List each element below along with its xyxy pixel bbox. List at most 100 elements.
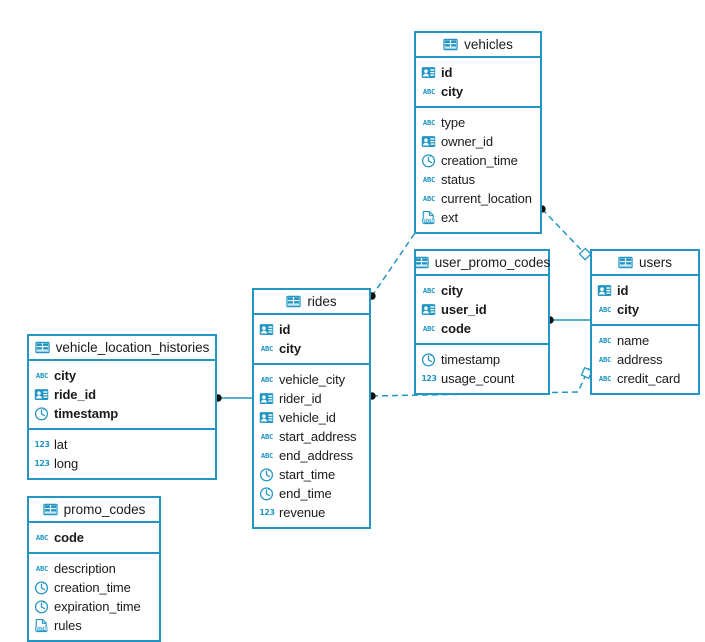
svg-text:JSON: JSON bbox=[35, 627, 48, 632]
relationship-vehicle-location-histories-to-rides[interactable] bbox=[214, 394, 252, 402]
field-name: id bbox=[279, 322, 291, 337]
entity-header[interactable]: vehicle_location_histories bbox=[29, 336, 215, 361]
svg-text:ABC: ABC bbox=[599, 355, 611, 364]
field-name: lat bbox=[54, 437, 68, 452]
field-row[interactable]: start_time bbox=[254, 465, 369, 484]
field-name: timestamp bbox=[54, 406, 119, 421]
uuid-icon bbox=[421, 134, 436, 149]
number-icon: 123 bbox=[421, 371, 437, 386]
field-name: creation_time bbox=[441, 153, 518, 168]
relationship-user-promo-codes-to-users[interactable] bbox=[546, 316, 590, 324]
uuid-icon bbox=[259, 322, 274, 337]
field-name: id bbox=[441, 65, 453, 80]
string-icon: ABC bbox=[597, 333, 612, 348]
field-name: code bbox=[441, 321, 471, 336]
field-name: rider_id bbox=[279, 391, 322, 406]
uuid-icon bbox=[421, 65, 436, 80]
entity-header[interactable]: promo_codes bbox=[29, 498, 159, 523]
table-icon bbox=[443, 37, 458, 52]
svg-text:ABC: ABC bbox=[36, 371, 48, 380]
json-icon: JSON bbox=[421, 210, 436, 225]
field-row[interactable]: creation_time bbox=[416, 151, 540, 170]
field-name: ext bbox=[441, 210, 459, 225]
table-icon bbox=[618, 255, 633, 270]
field-row[interactable]: user_id bbox=[416, 300, 548, 319]
field-row[interactable]: expiration_time bbox=[29, 597, 159, 616]
field-row[interactable]: end_time bbox=[254, 484, 369, 503]
field-row[interactable]: owner_id bbox=[416, 132, 540, 151]
field-row[interactable]: id bbox=[416, 63, 540, 82]
entity-header[interactable]: users bbox=[592, 251, 698, 276]
entity-header[interactable]: rides bbox=[254, 290, 369, 315]
field-row[interactable]: vehicle_id bbox=[254, 408, 369, 427]
svg-text:ABC: ABC bbox=[261, 451, 273, 460]
field-row[interactable]: ABC address bbox=[592, 350, 698, 369]
field-name: address bbox=[617, 352, 663, 367]
field-row[interactable]: timestamp bbox=[416, 350, 548, 369]
field-name: user_id bbox=[441, 302, 487, 317]
field-name: ride_id bbox=[54, 387, 96, 402]
string-icon: ABC bbox=[259, 341, 274, 356]
string-icon: ABC bbox=[259, 429, 274, 444]
svg-text:ABC: ABC bbox=[423, 175, 435, 184]
svg-text:ABC: ABC bbox=[36, 564, 48, 573]
field-name: id bbox=[617, 283, 629, 298]
svg-text:ABC: ABC bbox=[36, 533, 48, 542]
table-icon bbox=[286, 294, 302, 309]
field-row[interactable]: timestamp bbox=[29, 404, 215, 423]
entity-name: promo_codes bbox=[63, 502, 146, 517]
number-icon: 123 bbox=[259, 505, 275, 520]
table-icon bbox=[34, 340, 50, 355]
field-name: city bbox=[617, 302, 640, 317]
field-row[interactable]: creation_time bbox=[29, 578, 159, 597]
field-row[interactable]: id bbox=[254, 320, 369, 339]
field-name: current_location bbox=[441, 191, 532, 206]
uuid-icon bbox=[259, 391, 274, 406]
number-icon: 123 bbox=[34, 456, 50, 471]
table-icon bbox=[42, 502, 58, 517]
entity-header[interactable]: vehicles bbox=[416, 33, 540, 58]
entity-header[interactable]: user_promo_codes bbox=[414, 251, 550, 276]
timestamp-icon bbox=[34, 406, 49, 421]
svg-text:ABC: ABC bbox=[599, 374, 611, 383]
field-row[interactable]: ride_id bbox=[29, 385, 215, 404]
field-row[interactable]: rider_id bbox=[254, 389, 369, 408]
field-row[interactable]: id bbox=[592, 281, 698, 300]
field-row[interactable]: JSON ext bbox=[416, 208, 540, 227]
